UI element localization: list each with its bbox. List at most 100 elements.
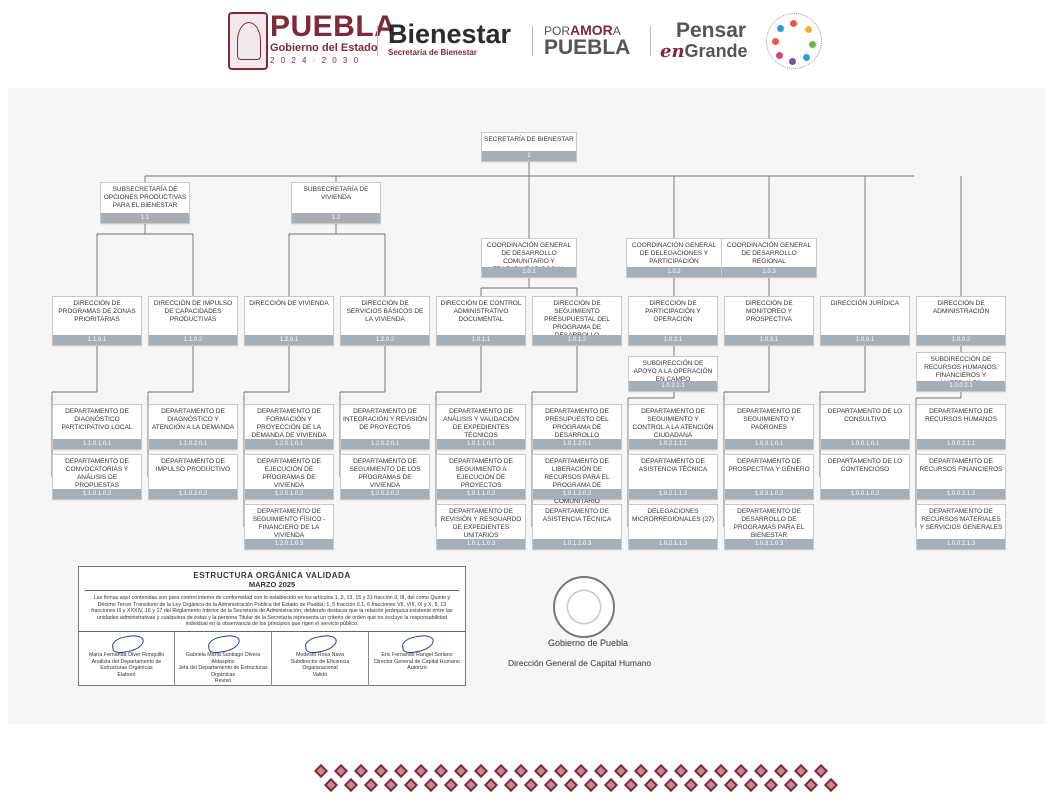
org-unit-code: 1.1.0.1 [53, 335, 141, 345]
org-unit-box: COORDINACIÓN GENERAL DE DELEGACIONES Y P… [626, 238, 722, 278]
org-unit-box: DIRECCIÓN DE CONTROL ADMINISTRATIVO DOCU… [436, 296, 526, 346]
org-unit-code: 1.2.0.2.0.1 [341, 439, 429, 449]
org-unit-code: 1.0.1.1.0.2 [437, 489, 525, 499]
org-unit-code: 1.2 [292, 213, 380, 223]
org-unit-label: DIRECCIÓN DE PARTICIPACIÓN Y OPERACIÓN [645, 300, 701, 323]
org-unit-label: SUBSECRETARÍA DE VIVIENDA [303, 186, 369, 201]
equality-circle-logo-icon [766, 13, 822, 69]
org-unit-label: DIRECCIÓN DE MONITOREO Y PROSPECTIVA [745, 300, 793, 323]
org-unit-box: DEPARTAMENTO DE SEGUIMIENTO DE LOS PROGR… [340, 454, 430, 500]
org-unit-box: DIRECCIÓN DE PROGRAMAS DE ZONAS PRIORITA… [52, 296, 142, 346]
org-unit-code: 1.2.0.1.0.3 [245, 539, 333, 549]
org-unit-code: 1.0.2 [627, 267, 721, 277]
org-unit-box: DEPARTAMENTO DE ASISTENCIA TÉCNICA 1.0.2.… [628, 454, 718, 500]
pensar-en-grande-logo: Pensar enGrande [660, 20, 748, 61]
bienestar-logo-title: Bienestar [388, 19, 512, 49]
puebla-coat-of-arms-icon [228, 12, 268, 70]
org-unit-code: 1.1.0.2 [149, 335, 237, 345]
bienestar-logo: Bienestar Secretaría de Bienestar [388, 20, 511, 57]
validation-title: ESTRUCTURA ORGÁNICA VALIDADA [193, 571, 351, 580]
org-unit-code: 1.2.0.1.0.2 [245, 489, 333, 499]
org-unit-label: DEPARTAMENTO DE PROSPECTIVA Y GÉNERO [728, 458, 810, 473]
org-unit-label: DEPARTAMENTO DE SEGUIMIENTO A EJECUCIÓN … [449, 458, 513, 489]
signature-action: Autorizó [407, 665, 427, 671]
logo-separator [650, 26, 651, 56]
org-unit-label: DIRECCIÓN DE ADMINISTRACIÓN [932, 300, 990, 315]
org-unit-box: DEPARTAMENTO DE DIAGNÓSTICO PARTICIPATIV… [52, 404, 142, 450]
org-unit-label: DEPARTAMENTO DE REVISIÓN Y RESGUARDO DE … [440, 508, 522, 539]
org-unit-code: 1.0.1.1.0.1 [437, 439, 525, 449]
org-unit-box: DEPARTAMENTO DE CONVOCATORIAS Y ANÁLISIS… [52, 454, 142, 500]
puebla-logo-title: PUEBLA [270, 10, 397, 43]
bienestar-logo-subtitle: Secretaría de Bienestar [388, 48, 477, 57]
signature-role: Analista del Departamento de Estructuras… [91, 658, 162, 672]
org-unit-code: 1.1 [101, 213, 189, 223]
org-unit-label: DEPARTAMENTO DE DESARROLLO DE PROGRAMAS … [733, 508, 805, 539]
org-unit-label: DEPARTAMENTO DE DIAGNÓSTICO PARTICIPATIV… [61, 408, 133, 431]
org-unit-label: DIRECCIÓN DE CONTROL ADMINISTRATIVO DOCU… [440, 300, 522, 323]
org-unit-code: 1.0.3.1 [725, 335, 813, 345]
org-unit-label: DEPARTAMENTO DE RECURSOS HUMANOS [925, 408, 997, 423]
org-unit-box: DIRECCIÓN DE SERVICIOS BÁSICOS DE LA VIV… [340, 296, 430, 346]
org-unit-code: 1.2.0.2 [341, 335, 429, 345]
org-unit-code: 1.0.0.1 [821, 335, 909, 345]
pensar-text-en: en [660, 41, 685, 62]
poramor-logo: PORAMORA PUEBLA [544, 22, 630, 58]
org-unit-box: DEPARTAMENTO DE REVISIÓN Y RESGUARDO DE … [436, 504, 526, 550]
org-unit-label: DIRECCIÓN DE IMPULSO DE CAPACIDADES PROD… [153, 300, 233, 323]
poramor-text-b: AMOR [570, 22, 613, 38]
org-unit-box: DIRECCIÓN DE SEGUIMIENTO PRESUPUESTAL DE… [532, 296, 622, 347]
org-unit-label: DEPARTAMENTO DE EJECUCIÓN DE PROGRAMAS D… [257, 458, 321, 489]
org-unit-code: 1.0.1.2.0.1 [533, 439, 621, 449]
org-unit-box: DEPARTAMENTO DE LO CONTENCIOSO 1.0.0.1.0.… [820, 454, 910, 500]
org-unit-code: 1.0.1 [482, 267, 576, 277]
org-unit-code: 1.0.0.1.0.1 [821, 439, 909, 449]
org-unit-label: DELEGACIONES MICRORREGIONALES (27) [632, 508, 714, 523]
org-unit-code: 1.0.2.1.1.2 [629, 489, 717, 499]
org-unit-box: DEPARTAMENTO DE LIBERACIÓN DE RECURSOS P… [532, 454, 622, 505]
org-unit-code: 1.0.1.1.0.3 [437, 539, 525, 549]
validation-date: MARZO 2025 [248, 580, 296, 589]
org-unit-code: 1.0.3.1.0.3 [725, 539, 813, 549]
org-unit-label: DEPARTAMENTO DE SEGUIMIENTO DE LOS PROGR… [349, 458, 421, 489]
org-unit-code: 1.0.3 [722, 267, 816, 277]
org-unit-label: DEPARTAMENTO DE ANÁLISIS Y VALIDACIÓN DE… [443, 408, 519, 439]
org-unit-box: SUBSECRETARÍA DE OPCIONES PRODUCTIVAS PA… [100, 182, 190, 224]
logo-separator [532, 26, 533, 56]
footer-decorative-pattern [312, 762, 842, 798]
signature-action: Elaboró [117, 671, 136, 678]
org-unit-box: DEPARTAMENTO DE SEGUIMIENTO A EJECUCIÓN … [436, 454, 526, 500]
org-unit-label: DEPARTAMENTO DE ASISTENCIA TÉCNICA [542, 508, 612, 523]
puebla-logo-years: 2 0 2 4 · 2 0 3 0 [270, 56, 361, 65]
signature-role: Jefa del Departamento de Estructuras Org… [178, 665, 268, 678]
signature-name: Eric Fernando Rangel Soriano [381, 652, 453, 658]
signature-name: Gabriela María Santiago Olvera Aldaspino [185, 652, 261, 665]
org-unit-label: DEPARTAMENTO DE ASISTENCIA TÉCNICA [638, 458, 708, 473]
signature-name: Modesto Rosa Nava [296, 652, 344, 658]
org-unit-box: COORDINACIÓN GENERAL DE DESARROLLO REGIO… [721, 238, 817, 278]
org-unit-code: 1.0.1.2.0.3 [533, 539, 621, 549]
org-unit-label: DEPARTAMENTO DE INTEGRACIÓN Y REVISIÓN D… [343, 408, 427, 431]
signature-role: Subdirector de Eficiencia Organizacional [290, 658, 350, 672]
org-unit-box: SUBDIRECCIÓN DE RECURSOS HUMANOS, FINANC… [916, 352, 1006, 392]
org-unit-box: DEPARTAMENTO DE ANÁLISIS Y VALIDACIÓN DE… [436, 404, 526, 450]
org-unit-code: 1.1.0.1.0.2 [53, 489, 141, 499]
org-unit-code: 1.0.0.1.0.2 [821, 489, 909, 499]
org-unit-label: DEPARTAMENTO DE LO CONTENCIOSO [827, 458, 903, 473]
org-unit-code: 1.0.1.2.0.2 [533, 489, 621, 499]
org-unit-code: 1.2.0.1 [245, 335, 333, 345]
puebla-logo-subtitle: Gobierno del Estado [270, 42, 378, 54]
org-unit-label: COORDINACIÓN GENERAL DE DELEGACIONES Y P… [631, 242, 717, 265]
org-unit-label: SECRETARÍA DE BIENESTAR [484, 136, 574, 143]
signature-reviso: Gabriela María Santiago Olvera Aldaspino… [175, 632, 272, 686]
